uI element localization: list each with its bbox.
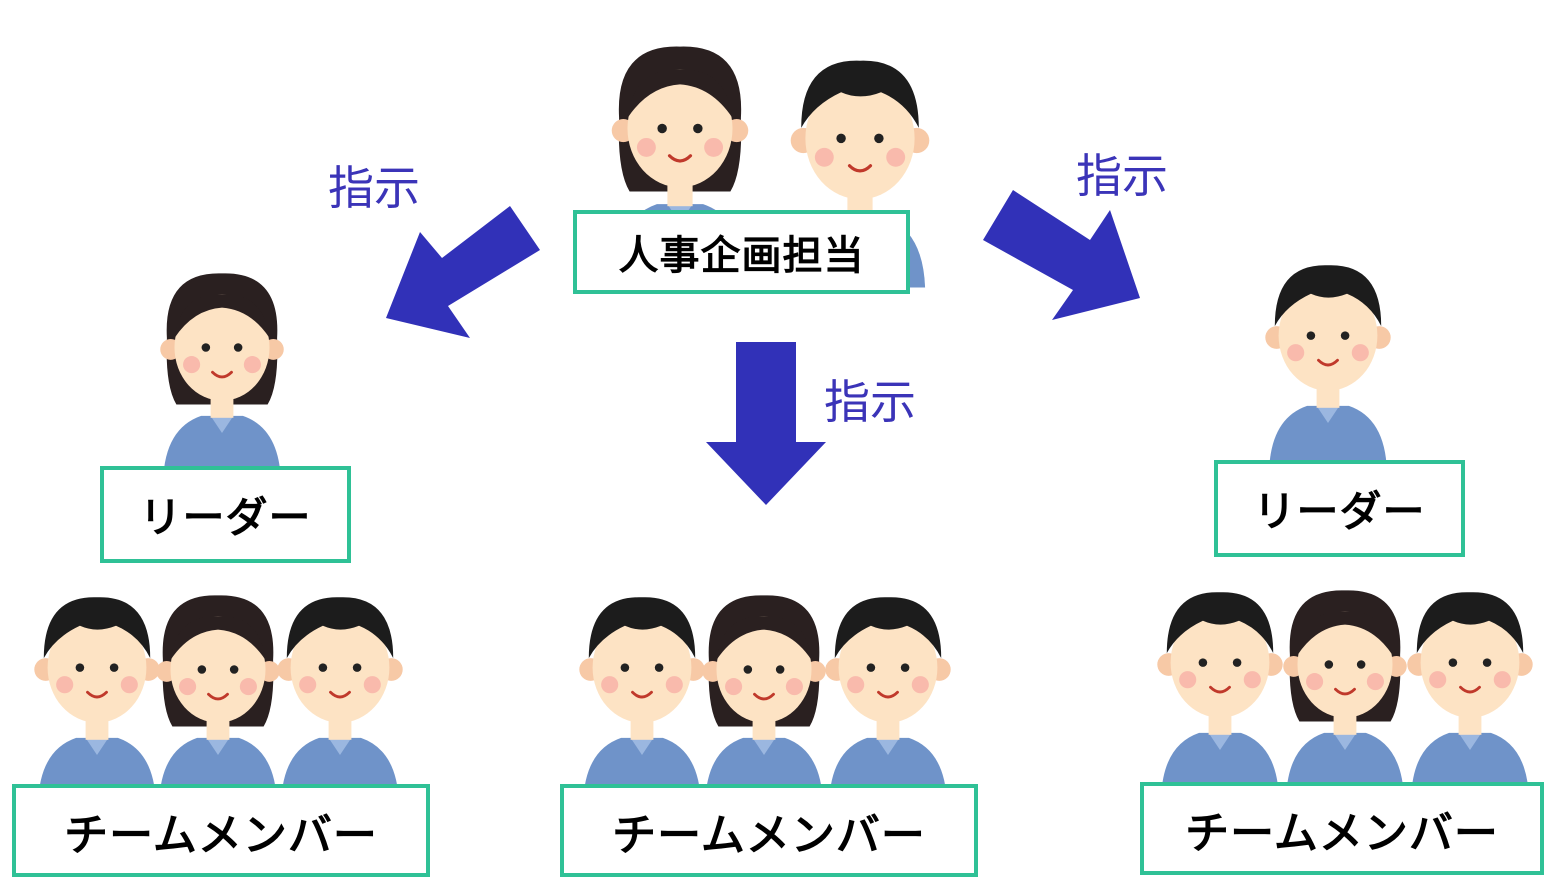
right-leader-illustration: [1263, 263, 1393, 472]
instruction-label-center: 指示: [824, 375, 916, 429]
arrow-left: [386, 206, 540, 338]
left-leader-illustration: [158, 271, 286, 482]
left-members-label: チームメンバー: [64, 809, 378, 861]
right-members-label: チームメンバー: [1185, 807, 1499, 859]
instruction-label-left: 指示: [328, 161, 420, 215]
hr-label-box: 人事企画担当: [573, 210, 910, 294]
center-members-label-box: チームメンバー: [560, 784, 978, 877]
right-members-label-box: チームメンバー: [1140, 782, 1544, 875]
left-team-illustration: [32, 593, 405, 804]
hr-label: 人事企画担当: [618, 233, 865, 279]
right-leader-label-box: リーダー: [1214, 460, 1465, 557]
center-team-illustration: [577, 593, 953, 804]
left-members-label-box: チームメンバー: [12, 784, 430, 877]
center-members-label: チームメンバー: [612, 809, 926, 861]
arrow-right: [983, 190, 1140, 320]
left-leader-label-box: リーダー: [100, 466, 351, 563]
left-leader-label: リーダー: [139, 493, 312, 542]
arrow-center: [706, 342, 826, 505]
right-team-illustration: [1155, 588, 1535, 799]
instruction-label-right: 指示: [1076, 149, 1168, 203]
right-leader-label: リーダー: [1253, 487, 1426, 536]
